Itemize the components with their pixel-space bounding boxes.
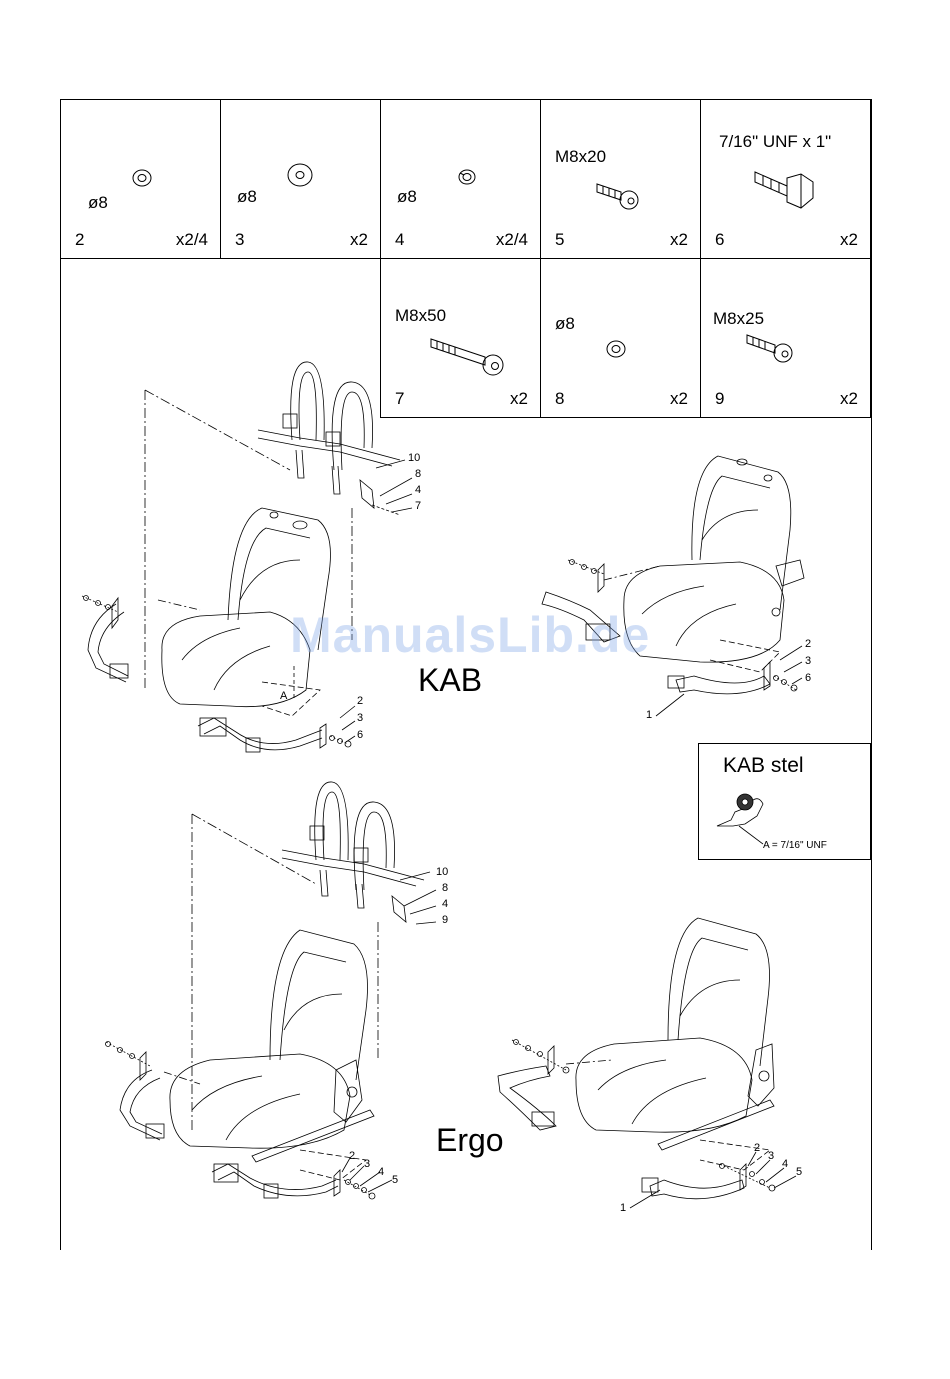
callout: 1 — [646, 709, 652, 721]
kab-label: KAB — [418, 662, 482, 699]
callout: 5 — [392, 1174, 398, 1186]
callout: 3 — [805, 655, 811, 667]
callout: 5 — [796, 1166, 802, 1178]
callout: 6 — [805, 672, 811, 684]
harness-drawing-kab — [258, 362, 400, 508]
watermark: ManualsLib.de — [290, 606, 650, 664]
callout: 8 — [415, 468, 421, 480]
belt-drawing-kab-left — [82, 596, 200, 683]
seat-drawing-ergo-right — [498, 918, 796, 1208]
belt-drawing-kab-bottom — [198, 666, 355, 752]
callout: 2 — [349, 1150, 355, 1162]
seat-drawing-kab-right — [542, 456, 804, 716]
bracket-icon — [713, 786, 793, 846]
callout: 2 — [754, 1142, 760, 1154]
callout: 3 — [357, 712, 363, 724]
callout: 1 — [620, 1202, 626, 1214]
callout: 10 — [408, 452, 420, 464]
callout: A — [280, 690, 287, 702]
callout: 4 — [782, 1158, 788, 1170]
kab-stel-detail: KAB stel A = 7/16" UNF — [698, 743, 871, 860]
callout: 9 — [442, 914, 448, 926]
callout: 6 — [357, 729, 363, 741]
ergo-label: Ergo — [436, 1122, 504, 1159]
callout: 3 — [364, 1158, 370, 1170]
callout: 2 — [357, 695, 363, 707]
callout: 8 — [442, 882, 448, 894]
kab-stel-note: A = 7/16" UNF — [763, 840, 827, 851]
kab-stel-title: KAB stel — [723, 754, 804, 778]
harness-drawing-ergo — [282, 782, 436, 924]
callout: 4 — [378, 1166, 384, 1178]
callout: 7 — [415, 500, 421, 512]
callout: 2 — [805, 638, 811, 650]
callout: 10 — [436, 866, 448, 878]
callout: 3 — [768, 1150, 774, 1162]
callout: 4 — [415, 484, 421, 496]
callout: 4 — [442, 898, 448, 910]
